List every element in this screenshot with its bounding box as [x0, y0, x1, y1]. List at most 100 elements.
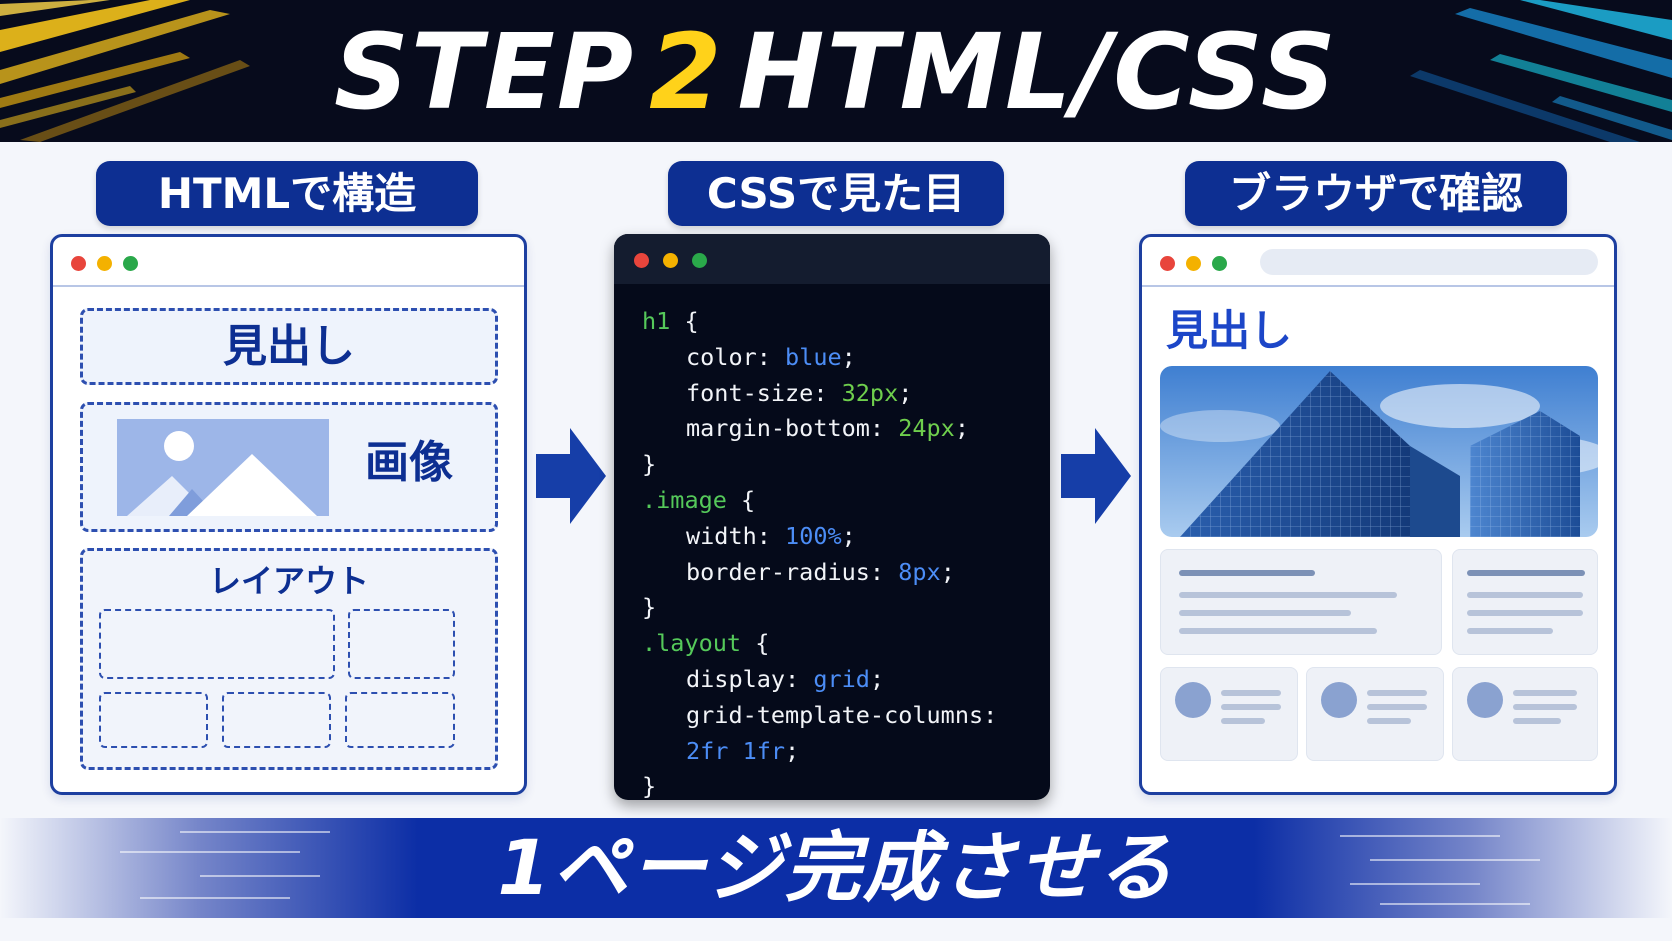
layout-cell-2: [222, 692, 331, 748]
code-property: grid-template-columns:: [686, 700, 998, 729]
code-brace: }: [642, 593, 657, 622]
content-card-side: [1452, 549, 1598, 655]
code-line: 2fr 1fr;: [642, 734, 1044, 770]
code-property: border-radius:: [686, 557, 899, 586]
code-selector: .image: [642, 485, 727, 514]
code-line: }: [642, 447, 1044, 483]
code-brace: {: [670, 307, 699, 335]
minimize-dot-icon: [1186, 256, 1201, 271]
code-property: font-size:: [686, 378, 842, 407]
html-structure-window: 見出し 画像 レイアウト: [50, 234, 527, 795]
code-brace: }: [642, 772, 657, 800]
code-value: 2fr 1fr: [686, 736, 786, 765]
code-value: 100%: [785, 521, 842, 550]
layout-cell-main: [99, 609, 335, 679]
text-line: [1367, 690, 1427, 696]
content-card-3: [1452, 667, 1598, 761]
code-semicolon: ;: [785, 736, 800, 765]
code-line: .image {: [642, 483, 1044, 519]
css-code-window: h1 {color: blue;font-size: 32px;margin-b…: [614, 234, 1050, 800]
step-label-structure: HTMLで構造: [96, 161, 478, 226]
text-line: [1179, 628, 1377, 634]
text-line: [1467, 592, 1583, 598]
code-semicolon: ;: [841, 342, 856, 371]
text-line: [1179, 610, 1351, 616]
minimize-dot-icon: [97, 256, 112, 271]
banner-text: 1ページ完成させる: [497, 823, 1175, 912]
css-code-block: h1 {color: blue;font-size: 32px;margin-b…: [642, 304, 1044, 800]
code-line: font-size: 32px;: [642, 376, 1044, 412]
image-block-label: 画像: [365, 437, 453, 488]
code-line: color: blue;: [642, 340, 1044, 376]
code-property: display:: [686, 664, 814, 693]
code-line: width: 100%;: [642, 519, 1044, 555]
right-arrow-icon: [536, 428, 606, 524]
banner-background: [0, 818, 1672, 918]
minimize-dot-icon: [663, 253, 678, 268]
header-streaks: [0, 0, 1672, 142]
text-line: [1221, 704, 1281, 710]
title-subject: HTML/CSS: [737, 11, 1338, 133]
step-label-browser: ブラウザで確認: [1185, 161, 1567, 226]
avatar-icon: [1321, 682, 1357, 718]
text-line: [1221, 718, 1265, 724]
code-line: margin-bottom: 24px;: [642, 411, 1044, 447]
code-line: }: [642, 769, 1044, 800]
code-semicolon: ;: [954, 414, 969, 443]
text-line: [1467, 570, 1585, 576]
close-dot-icon: [634, 253, 649, 268]
text-line: [1513, 718, 1561, 724]
text-line: [1467, 628, 1553, 634]
text-line: [1179, 592, 1397, 598]
code-brace: }: [642, 450, 657, 479]
layout-cell-3: [345, 692, 455, 748]
address-bar: [1260, 249, 1598, 275]
text-line: [1179, 570, 1315, 576]
image-placeholder-icon: [117, 419, 329, 516]
close-dot-icon: [71, 256, 86, 271]
title-step: STEP: [334, 11, 636, 133]
code-selector: .layout: [642, 629, 742, 658]
right-cyan-streaks-icon: [1410, 0, 1672, 142]
banner-speed-lines-icon: [120, 831, 1540, 905]
text-line: [1367, 704, 1427, 710]
window-titlebar: [1142, 237, 1614, 287]
code-line: h1 {: [642, 304, 1044, 340]
content-card-2: [1306, 667, 1444, 761]
maximize-dot-icon: [1212, 256, 1227, 271]
avatar-icon: [1467, 682, 1503, 718]
browser-preview-window: 見出し: [1139, 234, 1617, 795]
code-value: 24px: [898, 414, 955, 443]
code-semicolon: ;: [841, 521, 856, 550]
code-selector: h1: [642, 307, 671, 335]
code-semicolon: ;: [940, 557, 955, 586]
left-yellow-streaks-icon: [0, 0, 250, 142]
code-brace: {: [726, 485, 756, 514]
code-brace: {: [741, 629, 770, 658]
step-label-style: CSSで見た目: [668, 161, 1004, 226]
code-semicolon: ;: [869, 664, 885, 693]
code-line: display: grid;: [642, 662, 1044, 698]
code-semicolon: ;: [898, 378, 913, 407]
content-card-main: [1160, 549, 1442, 655]
close-dot-icon: [1160, 256, 1175, 271]
window-titlebar: [614, 234, 1050, 284]
text-line: [1367, 718, 1411, 724]
code-line: grid-template-columns:: [642, 698, 1044, 734]
layout-block: レイアウト: [80, 548, 498, 770]
code-line: .layout {: [642, 626, 1044, 662]
heading-block: 見出し: [80, 308, 498, 385]
layout-cell-1: [99, 692, 208, 748]
code-property: color:: [686, 342, 786, 371]
text-line: [1513, 690, 1577, 696]
building-photo-icon: [1160, 366, 1598, 537]
layout-cell-side: [348, 609, 455, 679]
code-line: border-radius: 8px;: [642, 555, 1044, 591]
code-value: grid: [813, 664, 870, 693]
code-property: width:: [686, 521, 786, 550]
layout-block-label: レイアウト: [208, 562, 369, 600]
text-line: [1221, 690, 1281, 696]
text-line: [1513, 704, 1577, 710]
